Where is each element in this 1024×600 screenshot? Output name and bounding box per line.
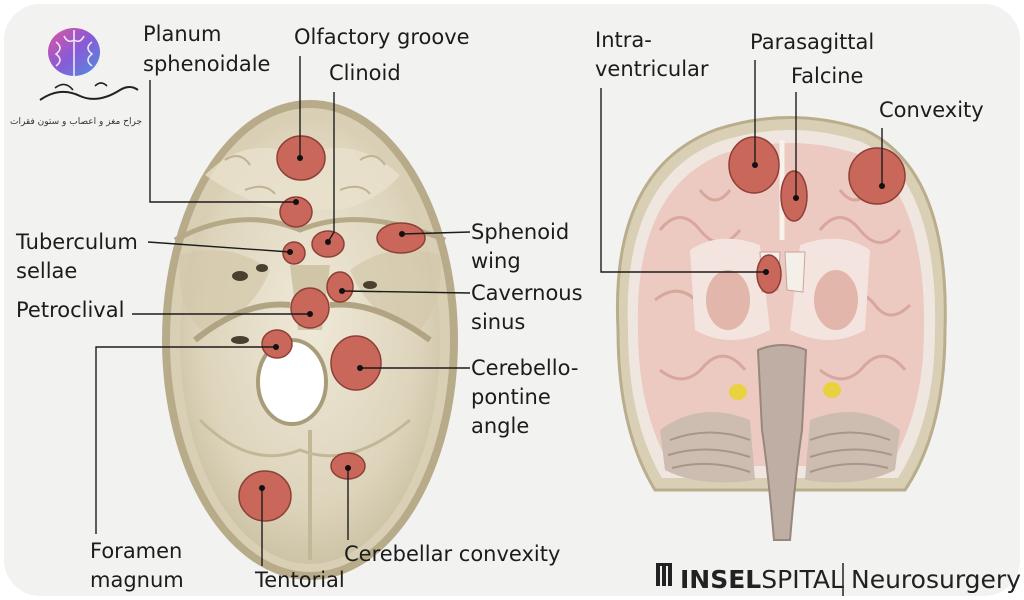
label-cpa-line2: pontine (471, 385, 551, 409)
brand-name-light: SPITAL (761, 565, 844, 594)
label-planum-line1: Planum (143, 22, 221, 46)
tumor-tentorial (239, 471, 291, 521)
tumor-foramen-magnum (262, 330, 292, 358)
label-falcine: Falcine (791, 64, 863, 88)
brand-department: Neurosurgery (851, 565, 1021, 594)
tumor-tuberculum-sellae (283, 242, 305, 264)
label-sphenoid-line2: wing (471, 249, 521, 273)
label-planum-line2: sphenoidale (143, 52, 270, 76)
brand-name-bold: INSEL (680, 565, 761, 594)
label-intraventricular-line1: Intra- (595, 28, 652, 52)
label-cavernous-line1: Cavernous (471, 281, 583, 305)
label-tuberculum-line2: sellae (16, 259, 77, 283)
tumor-cavernous-sinus (327, 272, 353, 302)
label-convexity: Convexity (879, 98, 984, 122)
label-foramen-line1: Foramen (90, 539, 182, 563)
label-cavernous-line2: sinus (471, 310, 525, 334)
tumor-petroclival (291, 288, 329, 328)
label-clinoid: Clinoid (329, 61, 401, 85)
tumor-convexity (849, 148, 905, 204)
label-tentorial: Tentorial (254, 568, 345, 592)
label-tuberculum-line1: Tuberculum (15, 230, 138, 254)
logo-subtitle: جراح مغز و اعصاب و ستون فقرات (10, 117, 142, 127)
label-cerebellar-convexity: Cerebellar convexity (344, 542, 560, 566)
label-cpa-line3: angle (471, 414, 529, 438)
label-olfactory-groove: Olfactory groove (294, 25, 470, 49)
svg-text:INSELSPITAL: INSELSPITAL (680, 565, 844, 594)
label-cpa-line1: Cerebello- (471, 356, 578, 380)
tumor-cerebellopontine-angle (331, 336, 381, 390)
label-petroclival: Petroclival (16, 298, 124, 322)
label-intraventricular-line2: ventricular (595, 57, 709, 81)
label-foramen-line2: magnum (90, 568, 184, 592)
tumor-sphenoid-wing (377, 223, 425, 253)
inselspital-branding: INSELSPITAL Neurosurgery (656, 563, 1021, 596)
cerebellum-right (805, 412, 900, 482)
inselspital-mark-icon (656, 563, 672, 586)
cerebellum-left (660, 412, 755, 482)
tumor-intraventricular (757, 255, 781, 293)
label-sphenoid-line1: Sphenoid (471, 220, 569, 244)
label-parasagittal: Parasagittal (750, 30, 874, 54)
